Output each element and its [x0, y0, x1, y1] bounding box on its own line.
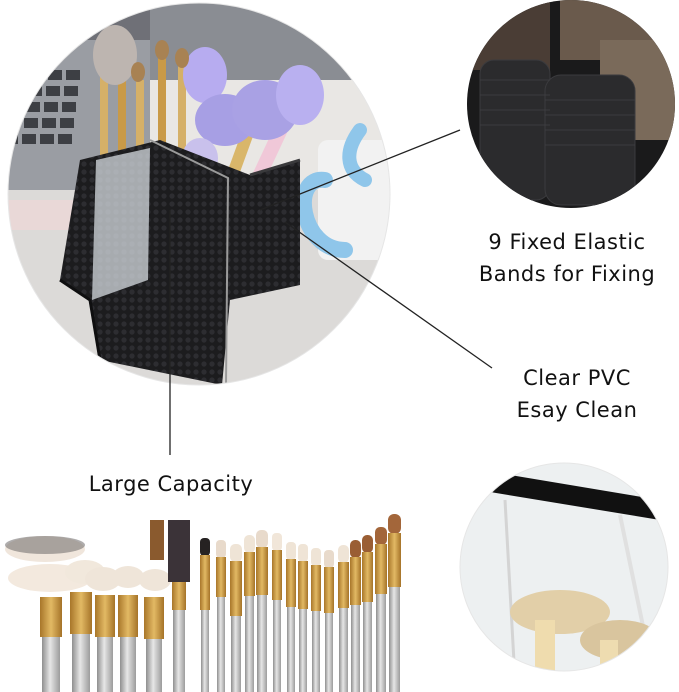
clear-pvc-closeup: [460, 463, 668, 671]
brush-holder-bag-photo: [8, 3, 390, 385]
makeup-brush-set: [5, 514, 401, 692]
pointer-elastic: [259, 129, 461, 211]
mug: [296, 123, 390, 260]
pointer-pvc: [284, 221, 493, 369]
callout-capacity-line1: Large Capacity: [88, 472, 254, 496]
eye-brushes: [200, 514, 401, 692]
fan-brushes: [5, 536, 171, 692]
elastic-bands-closeup: [467, 0, 675, 208]
callout-pvc-line1: Clear PVC: [523, 366, 631, 390]
callout-elastic-line1: 9 Fixed Elastic: [488, 230, 646, 254]
callout-large-capacity: Large Capacity: [66, 468, 276, 500]
brush-bag: [59, 139, 301, 385]
pointer-lines: [169, 129, 493, 455]
callout-elastic-line2: Bands for Fixing: [478, 262, 656, 286]
callout-pvc-line2: Esay Clean: [516, 398, 638, 422]
callout-clear-pvc: Clear PVC Esay Clean: [502, 362, 652, 426]
callout-elastic-bands: 9 Fixed Elastic Bands for Fixing: [462, 226, 672, 290]
